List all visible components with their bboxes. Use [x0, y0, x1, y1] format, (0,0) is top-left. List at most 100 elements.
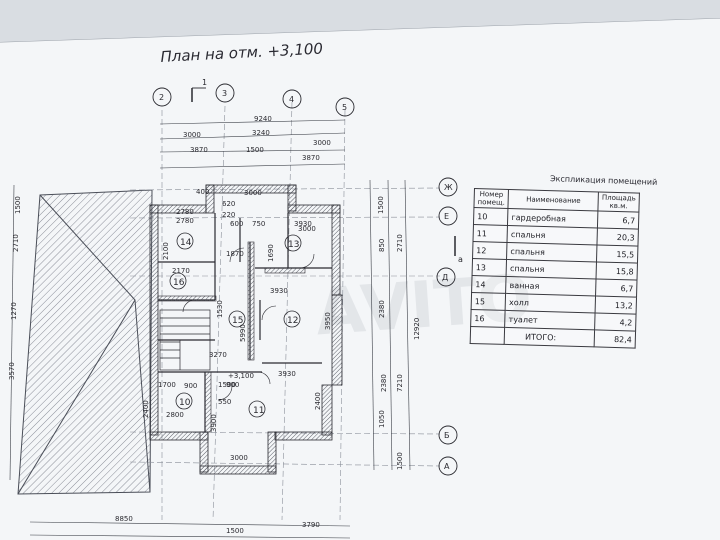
dim-label: 1690	[267, 244, 275, 262]
inner-dimensions: 400 3000 620 220 600 750 1870 1690 3930 …	[142, 188, 332, 462]
room-area: 4,2	[594, 312, 637, 332]
dim-label: 220	[222, 211, 235, 219]
dim-label: 3000	[230, 454, 248, 462]
dim-label: 1500	[218, 381, 236, 389]
section-mark: 1	[191, 78, 207, 102]
interior-wall-segments	[157, 241, 306, 433]
dim-label: 3790	[302, 521, 320, 529]
dim-label: 1530	[216, 300, 224, 318]
room-number: 16	[470, 309, 506, 328]
dim-label: 1700	[158, 381, 176, 389]
axis-label: 4	[289, 95, 294, 104]
dim-label: 2100	[162, 242, 170, 260]
dim-label: 3270	[209, 351, 227, 359]
axis-line-4	[281, 101, 293, 521]
dim-label: 1050	[378, 410, 386, 428]
dim-label: 8850	[115, 515, 133, 523]
axis-line-E	[129, 216, 441, 219]
dim-label: 600	[230, 220, 243, 228]
axis-bubbles-top: 2 3 4 5	[152, 83, 355, 117]
axis-label: Д	[442, 273, 448, 282]
dim-label: 2780	[176, 217, 194, 225]
total-area: 82,4	[594, 329, 636, 349]
room-number-16: 16	[173, 278, 185, 288]
dim-label: 2170	[172, 267, 190, 275]
axis-line-3	[212, 105, 226, 521]
room-area: 20,3	[597, 227, 639, 247]
room-area: 15,8	[596, 261, 638, 281]
dim-label: 3930	[278, 370, 296, 378]
room-number-14: 14	[180, 238, 192, 248]
axis-line-A	[129, 461, 441, 467]
staircase	[159, 309, 211, 371]
dim-label: 3930	[294, 220, 312, 228]
section-label-a: а	[458, 255, 463, 264]
dimension-lines-top	[159, 119, 346, 169]
dim-label: 1500	[377, 196, 385, 214]
room-number-13: 13	[288, 240, 299, 250]
total-empty-cell	[470, 326, 505, 345]
axis-bubbles-right: Ж Е Д Б А а	[436, 177, 463, 476]
dim-label: 3000	[244, 189, 262, 197]
axis-label: А	[444, 462, 450, 471]
dim-label: 850	[378, 239, 386, 252]
header-area: Площадь кв.м.	[598, 191, 640, 213]
dim-label: 2800	[166, 411, 184, 419]
dim-label: 3240	[252, 129, 270, 137]
dimension-lines-bottom	[29, 521, 351, 539]
dim-label: 2710	[396, 234, 404, 252]
dim-label: 3000	[298, 225, 316, 233]
dim-label: 2780	[176, 208, 194, 216]
dim-label: 3000	[313, 139, 331, 147]
dim-label: 1870	[226, 250, 244, 258]
right-dim-labels: 1500 2710 12920 7210 2380 2380 1500 1050…	[377, 196, 421, 470]
header-name: Наименование	[508, 189, 599, 211]
dim-label: 620	[222, 200, 235, 208]
dim-label: 900	[184, 382, 197, 390]
dim-label: 5990	[239, 324, 247, 342]
section-label: 1	[202, 78, 207, 87]
dim-label: 1500	[14, 196, 22, 214]
dimension-lines-left	[9, 184, 15, 481]
room-markers: 14 13 16 15 12 10 11	[169, 232, 302, 418]
axis-label: 3	[222, 89, 227, 98]
room-area: 6,7	[595, 278, 637, 298]
room-number: 15	[471, 292, 506, 311]
dim-label: 3870	[190, 146, 208, 154]
dim-label: 550	[218, 398, 231, 406]
background-surface	[0, 0, 720, 42]
dim-label: 3900	[210, 414, 218, 432]
room-area: 13,2	[595, 295, 637, 315]
dim-label: 1500	[226, 527, 244, 535]
dim-label: 2710	[12, 234, 20, 252]
paper-sheet	[0, 18, 720, 540]
room-number: 11	[473, 224, 508, 243]
dim-label: 7210	[396, 374, 404, 392]
dim-label: 1500	[396, 452, 404, 470]
axis-label: Ж	[444, 183, 453, 192]
level-mark: +3,100	[228, 372, 254, 380]
dim-label: 750	[252, 220, 265, 228]
dim-label: 1500	[246, 146, 264, 154]
explication-table: Номер помещ. Наименование Площадь кв.м. …	[469, 188, 640, 349]
dim-label: 1270	[10, 302, 18, 320]
axis-label: 2	[159, 93, 164, 102]
room-number-15: 15	[232, 316, 243, 326]
room-number-12: 12	[287, 316, 298, 326]
dim-label: 900	[226, 381, 239, 389]
dim-label: 3000	[183, 131, 201, 139]
dim-label: 2380	[378, 300, 386, 318]
room-number-11: 11	[253, 406, 264, 416]
door-swings	[182, 247, 315, 401]
dim-label: 400	[196, 188, 209, 196]
roof-hatched-area	[17, 189, 153, 495]
exterior-walls	[149, 184, 343, 475]
watermark: AVITO	[313, 261, 534, 350]
dim-label: 3950	[324, 312, 332, 330]
room-number: 10	[473, 207, 509, 226]
total-label: ИТОГО:	[504, 327, 595, 347]
dim-label: 2380	[380, 374, 388, 392]
dim-label: 3930	[270, 287, 288, 295]
room-number: 12	[472, 241, 508, 260]
